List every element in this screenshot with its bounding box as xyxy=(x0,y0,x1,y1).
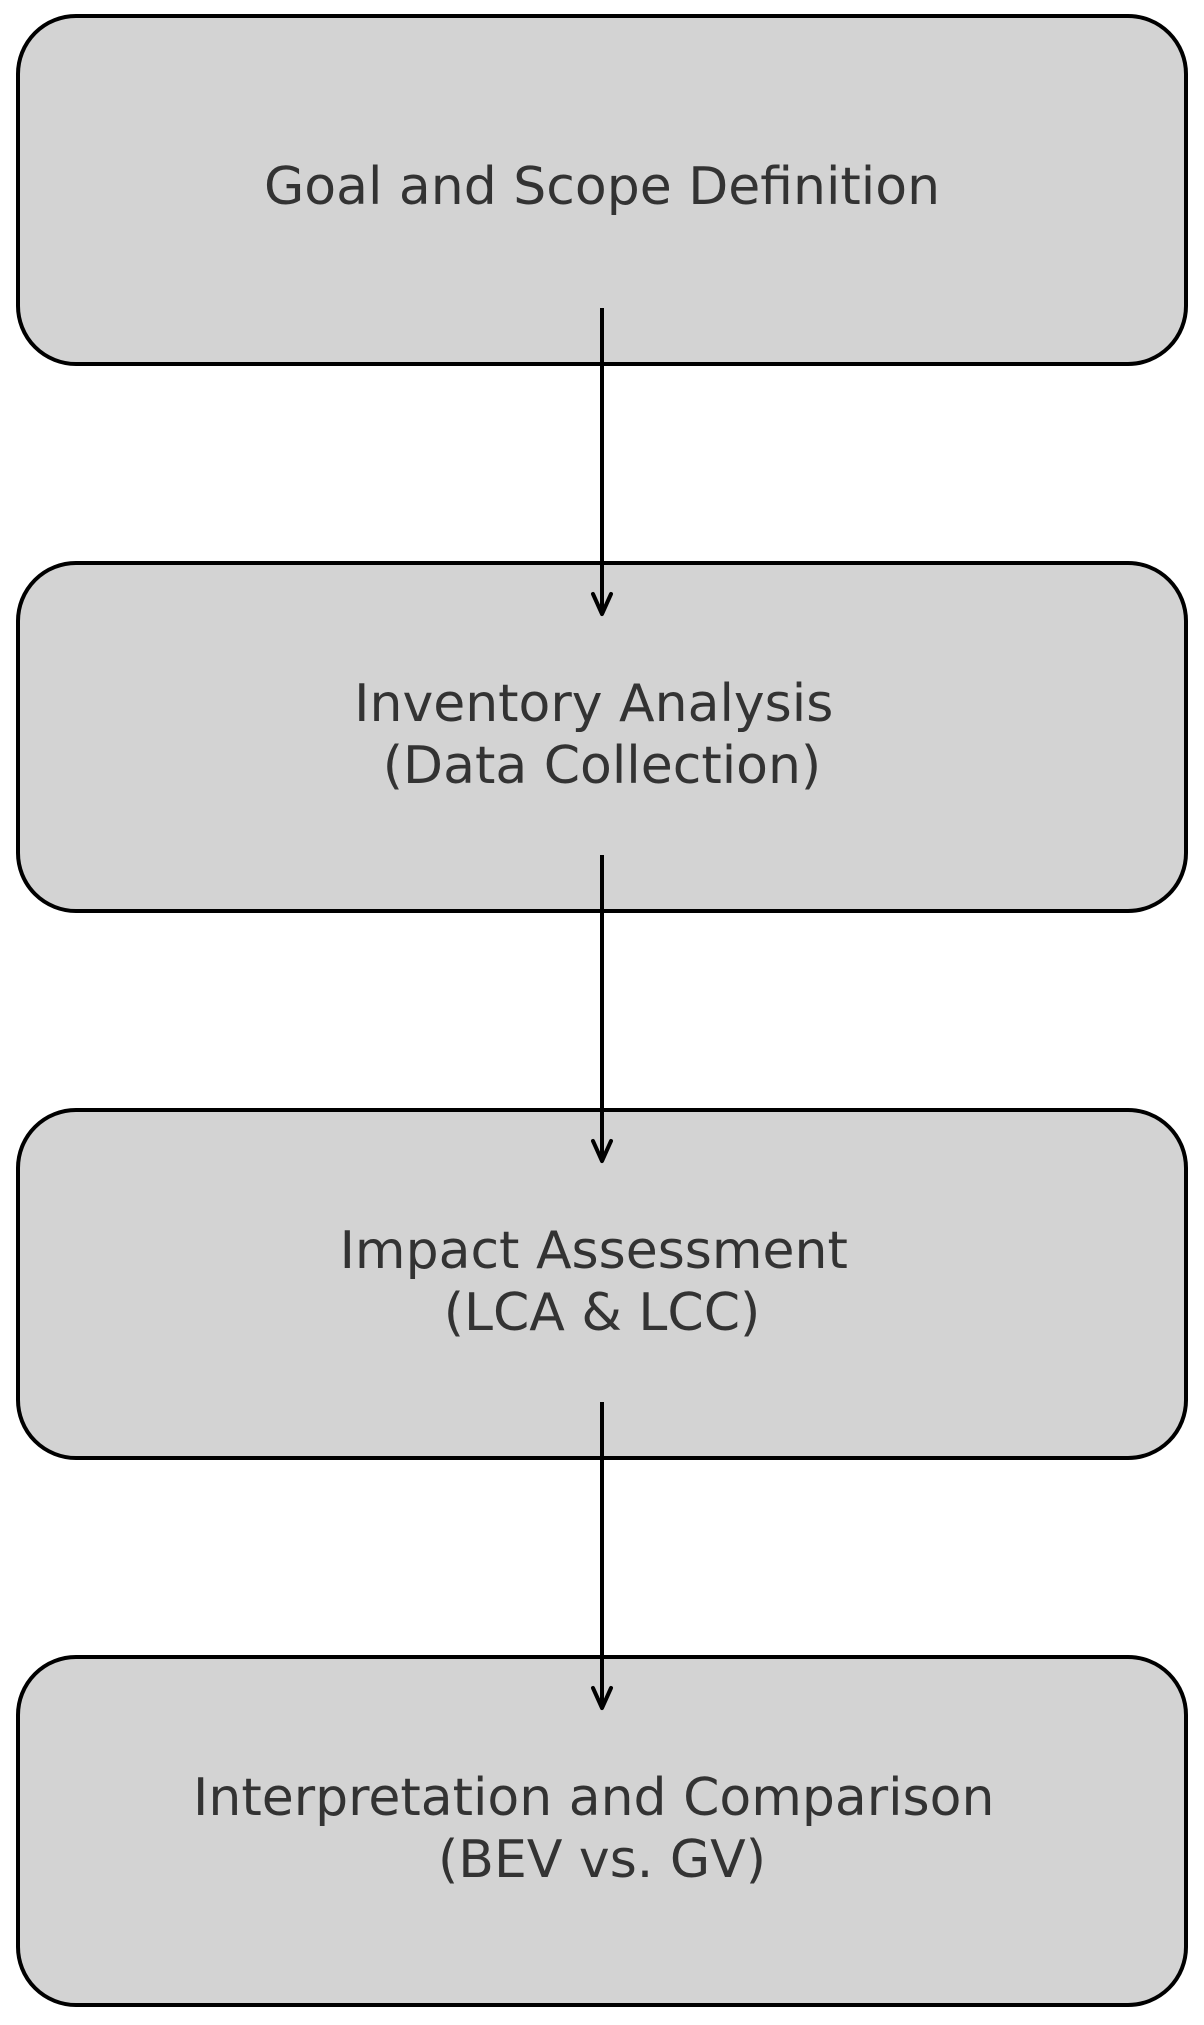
steps-layer: Goal and Scope Definition Inventory Anal… xyxy=(16,14,1188,2007)
step-label-line: (LCA & LCC) xyxy=(444,1283,761,1343)
step-label-line: Impact Assessment xyxy=(340,1221,848,1281)
step-label-line: Interpretation and Comparison xyxy=(193,1768,994,1828)
step-inventory-analysis: Inventory Analysis (Data Collection) xyxy=(16,561,1188,913)
step-label-interpretation-comparison: Interpretation and Comparison (BEV vs. G… xyxy=(193,1768,1011,1890)
step-label-line: Goal and Scope Definition xyxy=(264,157,940,217)
step-label-impact-assessment: Impact Assessment (LCA & LCC) xyxy=(340,1221,865,1343)
flow-arrow-goal-scope-to-inventory-analysis xyxy=(591,308,613,616)
arrowhead-icon xyxy=(591,1139,613,1163)
step-label-line: (Data Collection) xyxy=(383,736,821,796)
step-interpretation-comparison: Interpretation and Comparison (BEV vs. G… xyxy=(16,1655,1188,2007)
flow-arrow-impact-assessment-to-interpretation-comparison xyxy=(591,1402,613,1710)
step-goal-scope: Goal and Scope Definition xyxy=(16,14,1188,366)
step-label-line: Inventory Analysis xyxy=(354,674,833,734)
arrowhead-icon xyxy=(591,1686,613,1710)
flow-arrow-inventory-analysis-to-impact-assessment xyxy=(591,855,613,1163)
flows-layer xyxy=(591,308,613,1710)
step-label-goal-scope: Goal and Scope Definition xyxy=(264,157,940,217)
step-label-inventory-analysis: Inventory Analysis (Data Collection) xyxy=(354,674,850,796)
arrowhead-icon xyxy=(591,592,613,616)
step-label-line: (BEV vs. GV) xyxy=(438,1830,766,1890)
